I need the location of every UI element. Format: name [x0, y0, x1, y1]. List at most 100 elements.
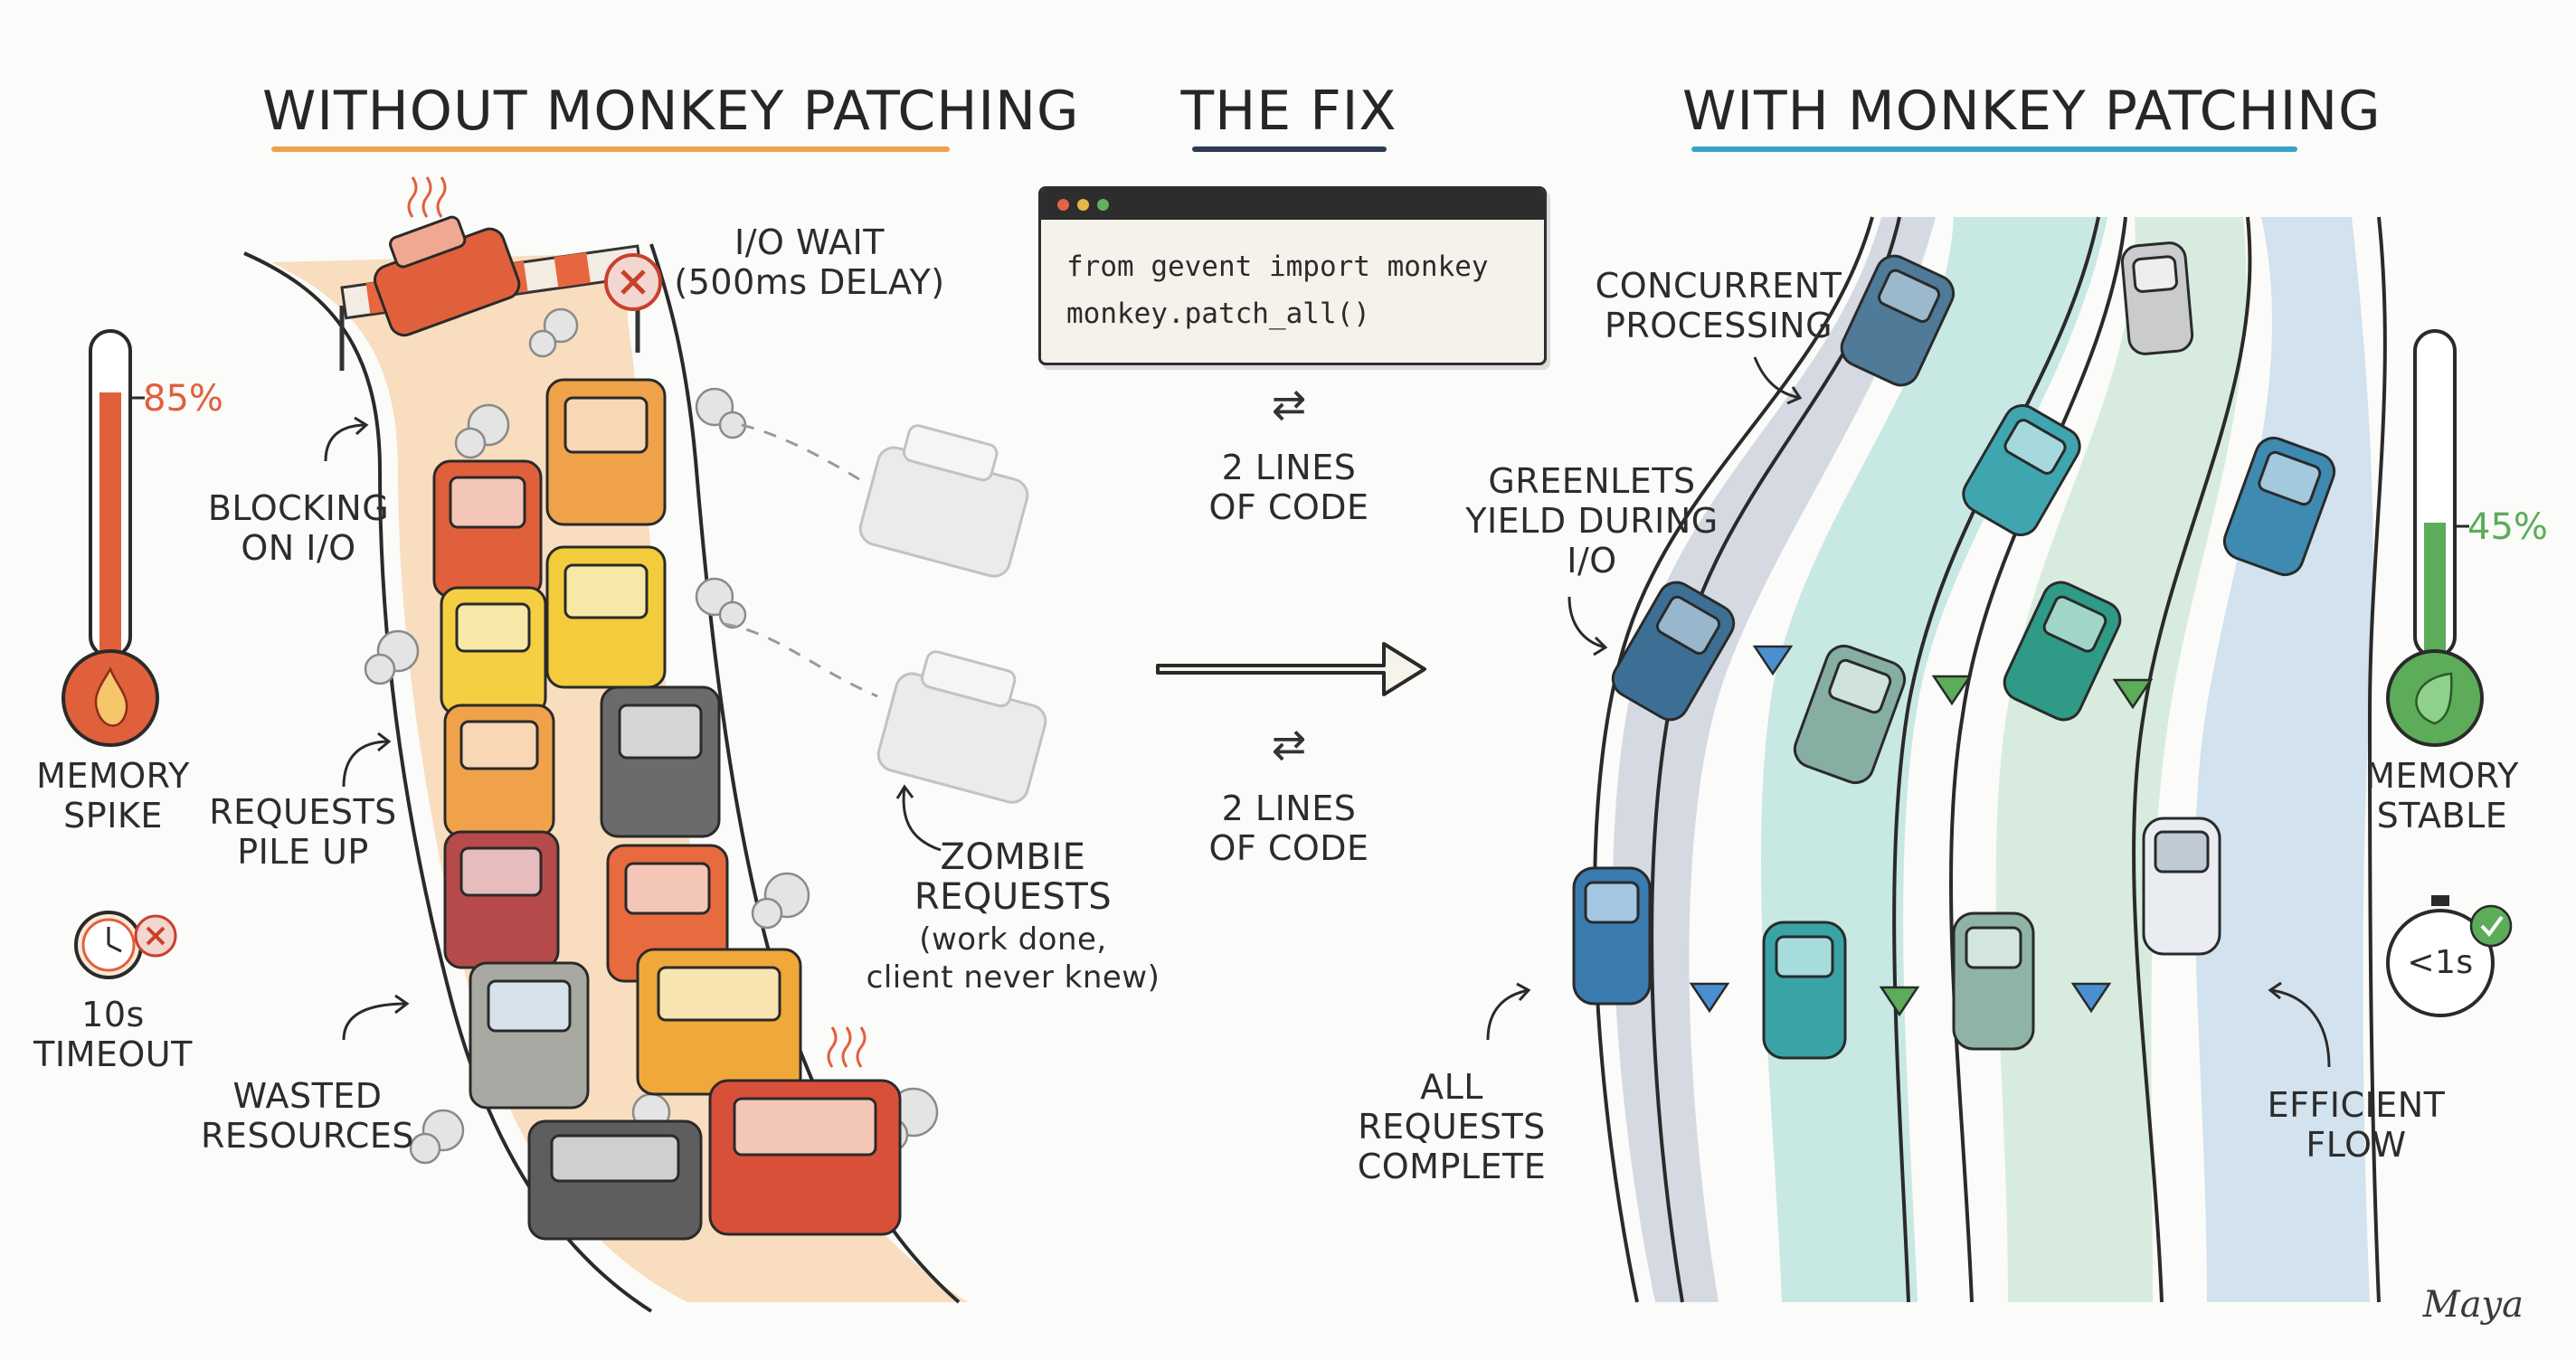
code-line-2: monkey.patch_all() [1066, 298, 1370, 330]
flame-icon [94, 666, 128, 727]
efficient-flow-label: EFFICIENT FLOW [2243, 1085, 2469, 1165]
io-wait-label: I/O WAIT (500ms DELAY) [669, 222, 950, 302]
zombie-note-line-2: client never knew) [866, 959, 1160, 996]
wasted-line-1: WASTED [232, 1076, 383, 1116]
error-x-icon [604, 253, 662, 311]
blocking-line-2: ON I/O [241, 528, 356, 568]
car-icon [432, 459, 543, 599]
annotation-arrows-right [1486, 356, 2331, 1068]
ghost-trail [723, 423, 878, 698]
greenlets-line-1: GREENLETS [1488, 461, 1696, 501]
memory-spike-line-1: MEMORY [36, 756, 190, 796]
concurrent-line-1: CONCURRENT [1595, 266, 1842, 306]
close-dot [1057, 199, 1069, 211]
greenlets-label: GREENLETS YIELD DURING I/O [1465, 461, 1719, 581]
car-icon [1611, 581, 1736, 722]
car-icon [636, 948, 802, 1096]
car-icon [1793, 644, 1907, 785]
title-without: WITHOUT MONKEY PATCHING [262, 80, 1080, 143]
blocking-label: BLOCKING ON I/O [194, 488, 402, 568]
jammed-cars [374, 215, 902, 1241]
car-icon [1840, 254, 1956, 387]
pile-up-line-1: REQUESTS [209, 792, 397, 832]
lines-of-code-line-1: 2 LINES [1221, 448, 1357, 487]
concurrent-line-2: PROCESSING [1604, 306, 1833, 345]
timer-label: <1s [2407, 944, 2474, 981]
title-fix: THE FIX [1180, 80, 1397, 143]
car-icon [1572, 866, 1652, 1006]
car-icon [1762, 921, 1847, 1060]
lines-of-code-line-2: OF CODE [1208, 487, 1369, 527]
car-icon [2003, 581, 2122, 722]
heat-waves-icon [407, 176, 867, 1068]
car-icon [374, 215, 521, 337]
ghost-car-icon [858, 424, 1047, 804]
car-icon [606, 844, 729, 983]
car-icon [443, 830, 560, 969]
car-icon [708, 1079, 902, 1236]
pile-up-line-2: PILE UP [237, 832, 369, 872]
car-icon [545, 378, 667, 526]
car-icon [1962, 404, 2081, 536]
blocking-line-1: BLOCKING [207, 488, 390, 528]
transition-arrow [1156, 642, 1426, 696]
lines-of-code-line-2: OF CODE [1208, 828, 1369, 868]
stopwatch-icon [2386, 895, 2495, 1017]
car-icon [469, 961, 590, 1110]
concurrent-label: CONCURRENT PROCESSING [1592, 266, 1845, 345]
car-icon [600, 685, 721, 838]
wasted-label: WASTED RESOURCES [190, 1076, 425, 1156]
all-complete-line-3: COMPLETE [1357, 1147, 1547, 1186]
leaf-icon [2415, 672, 2453, 725]
timeout-line-2: TIMEOUT [33, 1034, 193, 1074]
code-line-1: from gevent import monkey [1066, 250, 1489, 283]
car-icon [443, 704, 555, 838]
signature: Maya [2422, 1284, 2524, 1326]
memory-percent-stable: 45% [2467, 506, 2548, 548]
memory-stable-label: MEMORY STABLE [2343, 756, 2542, 836]
timeout-label: 10s TIMEOUT [18, 995, 208, 1074]
code-window-titlebar [1041, 189, 1544, 220]
title-fix-underline [1192, 146, 1387, 152]
clock-icon [74, 911, 143, 979]
title-with: WITH MONKEY PATCHING [1682, 80, 2382, 143]
memory-spike-label: MEMORY SPIKE [18, 756, 208, 836]
title-without-underline [271, 146, 950, 152]
efficient-line-1: EFFICIENT [2267, 1085, 2446, 1125]
car-icon [2222, 436, 2336, 577]
io-wait-line-2: (500ms DELAY) [674, 262, 945, 302]
zombie-note-line-1: (work done, [919, 921, 1107, 958]
zombie-line-2: REQUESTS [914, 876, 1113, 918]
memory-stable-line-2: STABLE [2376, 796, 2508, 836]
car-icon [2142, 817, 2221, 956]
check-icon [2469, 904, 2513, 948]
title-with-underline [1691, 146, 2297, 152]
memory-spike-line-2: SPIKE [63, 796, 163, 836]
zombie-label: ZOMBIE REQUESTS [868, 837, 1158, 917]
lines-of-code-label-top: 2 LINES OF CODE [1176, 448, 1402, 527]
all-complete-line-1: ALL [1420, 1067, 1483, 1107]
all-complete-line-2: REQUESTS [1358, 1107, 1546, 1147]
car-icon [2120, 241, 2194, 355]
efficient-line-2: FLOW [2306, 1125, 2407, 1165]
code-window: from gevent import monkey monkey.patch_a… [1038, 186, 1547, 365]
timeout-line-1: 10s [81, 995, 145, 1034]
car-icon [1952, 911, 2035, 1051]
zombie-note: (work done, client never knew) [859, 921, 1167, 996]
wasted-line-2: RESOURCES [201, 1116, 414, 1156]
lines-of-code-line-1: 2 LINES [1221, 789, 1357, 828]
memory-percent-high: 85% [143, 378, 223, 420]
greenlets-line-3: I/O [1567, 541, 1617, 581]
all-complete-label: ALL REQUESTS COMPLETE [1339, 1067, 1565, 1186]
minimize-dot [1077, 199, 1089, 211]
maximize-dot [1097, 199, 1109, 211]
pile-up-label: REQUESTS PILE UP [194, 792, 412, 872]
error-x-icon [134, 914, 177, 958]
io-wait-line-1: I/O WAIT [734, 222, 885, 262]
greenlets-line-2: YIELD DURING [1465, 501, 1719, 541]
car-icon [545, 545, 667, 689]
yield-triangle-icon [1689, 645, 2154, 1017]
car-icon [527, 1119, 703, 1241]
annotation-arrows-left [324, 416, 942, 1041]
